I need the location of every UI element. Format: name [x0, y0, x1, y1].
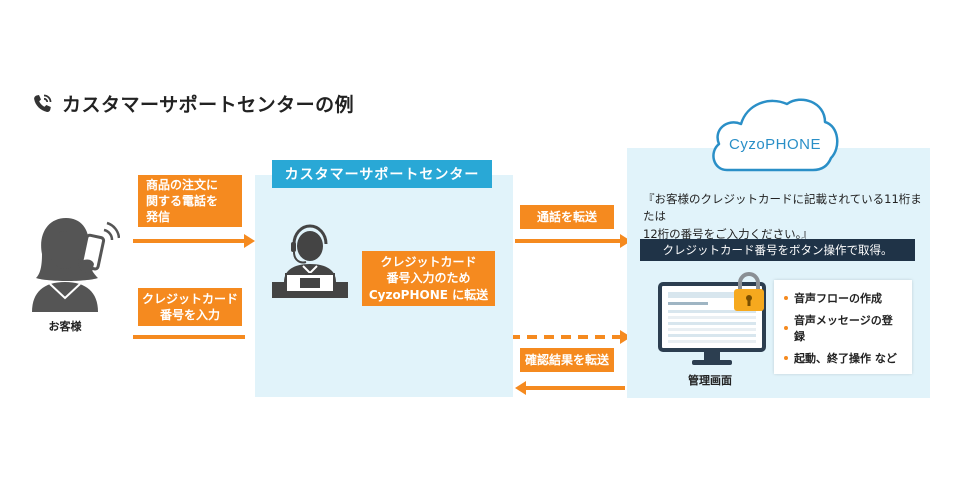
bullet-icon	[784, 296, 788, 300]
operator-headset-icon	[272, 224, 348, 298]
support-center-header: カスタマーサポートセンター	[272, 160, 492, 188]
cyzophone-brand: CyzoPHONE	[728, 136, 822, 153]
customer-figure	[28, 212, 121, 312]
monitor-caption: 管理画面	[688, 374, 732, 387]
card-arrow-solid	[133, 335, 245, 339]
transfer-call-arrow-head	[620, 234, 631, 248]
feature-list: 音声フローの作成 音声メッセージの登録 起動、終了操作 など	[774, 280, 912, 374]
voice-script: 『お客様のクレジットカードに記載されている11桁または 12桁の番号をご入力くだ…	[643, 192, 922, 241]
call-arrow	[133, 239, 245, 243]
card-arrow-head	[620, 330, 631, 344]
feature-item: 音声フローの作成	[784, 283, 902, 313]
cloud-icon	[712, 98, 839, 172]
cyzophone-cloud: CyzoPHONE	[705, 88, 845, 178]
transfer-call-label: 通話を転送	[520, 205, 614, 229]
bullet-icon	[784, 326, 788, 330]
customer-on-phone-icon	[32, 218, 121, 312]
operator-figure	[270, 220, 350, 300]
call-arrow-head	[244, 234, 255, 248]
diagram-title: カスタマーサポートセンターの例	[30, 90, 354, 117]
feature-item: 起動、終了操作 など	[784, 343, 902, 373]
phone-icon	[34, 94, 52, 112]
center-note: クレジットカード 番号入力のため CyzoPHONE に転送	[362, 251, 495, 306]
page-title: カスタマーサポートセンターの例	[62, 94, 355, 116]
admin-monitor	[656, 272, 768, 370]
transfer-call-arrow	[515, 239, 620, 243]
feature-item: 音声メッセージの登録	[784, 313, 902, 343]
card-capture-bar: クレジットカード番号をボタン操作で取得。	[640, 239, 915, 261]
card-input-label: クレジットカード 番号を入力	[138, 288, 242, 326]
transfer-result-arrow	[525, 386, 625, 390]
bullet-icon	[784, 356, 788, 360]
transfer-result-arrow-head	[515, 381, 526, 395]
customer-caption: お客様	[48, 320, 82, 333]
lock-icon	[734, 272, 764, 311]
transfer-result-label: 確認結果を転送	[520, 348, 614, 372]
call-label: 商品の注文に 関する電話を 発信	[138, 175, 242, 227]
